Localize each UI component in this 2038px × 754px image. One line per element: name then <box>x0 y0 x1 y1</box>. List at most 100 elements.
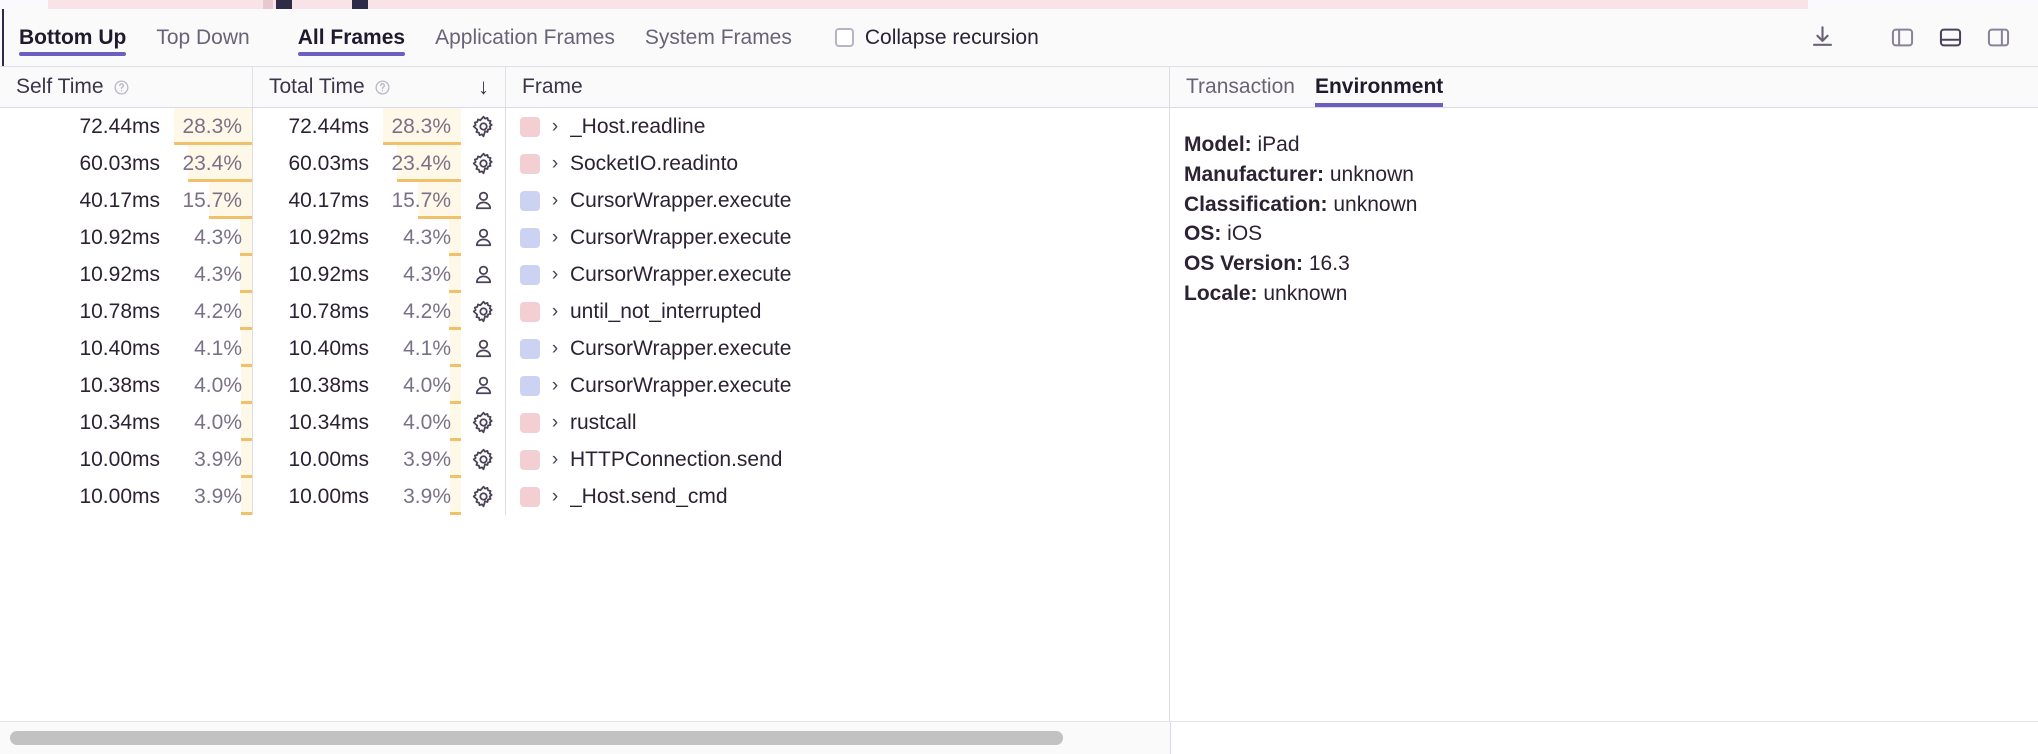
frame-cell[interactable]: ›SocketIO.readinto <box>506 145 1169 182</box>
self-time-value: 10.00ms <box>0 441 174 478</box>
frame-cell[interactable]: ›_Host.readline <box>506 108 1169 145</box>
chevron-right-icon[interactable]: › <box>540 264 570 286</box>
tab-transaction[interactable]: Transaction <box>1176 67 1305 107</box>
gear-icon <box>461 478 505 515</box>
percent-fill-bar <box>241 478 252 515</box>
self-time-value: 10.92ms <box>0 256 174 293</box>
column-header-total-time[interactable]: Total Time ↓ <box>253 67 506 107</box>
tab-top-down-label: Top Down <box>156 26 249 50</box>
tab-all-frames[interactable]: All Frames <box>283 9 420 66</box>
table-row[interactable]: 10.00ms3.9%10.00ms3.9%›_Host.send_cmd <box>0 478 1169 515</box>
environment-value: iOS <box>1221 222 1262 245</box>
percent-value: 15.7% <box>182 189 242 213</box>
total-time-value: 10.92ms <box>253 219 383 256</box>
frame-cell[interactable]: ›CursorWrapper.execute <box>506 182 1169 219</box>
frame-cell[interactable]: ›HTTPConnection.send <box>506 441 1169 478</box>
percent-value: 28.3% <box>391 115 451 139</box>
table-row[interactable]: 72.44ms28.3%72.44ms28.3%›_Host.readline <box>0 108 1169 145</box>
frame-cell[interactable]: ›CursorWrapper.execute <box>506 330 1169 367</box>
help-circle-icon[interactable] <box>374 79 391 96</box>
table-row[interactable]: 10.92ms4.3%10.92ms4.3%›CursorWrapper.exe… <box>0 219 1169 256</box>
table-row[interactable]: 40.17ms15.7%40.17ms15.7%›CursorWrapper.e… <box>0 182 1169 219</box>
frame-color-swatch <box>520 487 540 507</box>
tab-all-frames-label: All Frames <box>298 26 405 50</box>
percent-value: 3.9% <box>194 448 242 472</box>
chevron-right-icon[interactable]: › <box>540 153 570 175</box>
horizontal-scrollbar-track[interactable] <box>0 722 1170 754</box>
sort-descending-icon[interactable]: ↓ <box>478 74 489 100</box>
chevron-right-icon[interactable]: › <box>540 116 570 138</box>
tab-bottom-up[interactable]: Bottom Up <box>4 9 141 66</box>
gear-icon <box>461 108 505 145</box>
table-row[interactable]: 10.38ms4.0%10.38ms4.0%›CursorWrapper.exe… <box>0 367 1169 404</box>
collapse-recursion-toggle[interactable]: Collapse recursion <box>807 9 1057 66</box>
self-time-cell: 10.38ms4.0% <box>0 367 253 404</box>
percent-value: 3.9% <box>194 485 242 509</box>
frame-cell[interactable]: ›CursorWrapper.execute <box>506 367 1169 404</box>
chevron-right-icon[interactable]: › <box>540 375 570 397</box>
collapse-recursion-checkbox[interactable] <box>835 28 854 47</box>
frame-color-swatch <box>520 302 540 322</box>
chevron-right-icon[interactable]: › <box>540 412 570 434</box>
self-percent-cell: 4.3% <box>174 256 252 293</box>
panel-left-icon[interactable] <box>1882 18 1922 58</box>
table-row[interactable]: 10.40ms4.1%10.40ms4.1%›CursorWrapper.exe… <box>0 330 1169 367</box>
tab-top-down[interactable]: Top Down <box>141 9 264 66</box>
percent-value: 4.0% <box>403 411 451 435</box>
frame-name: SocketIO.readinto <box>570 152 738 176</box>
tab-environment[interactable]: Environment <box>1305 67 1453 107</box>
help-circle-icon[interactable] <box>113 79 130 96</box>
total-time-label: Total Time <box>269 75 365 99</box>
percent-fill-bar <box>241 404 252 441</box>
toolbar-icon-group <box>1802 9 2038 66</box>
total-time-value: 10.40ms <box>253 330 383 367</box>
table-row[interactable]: 10.00ms3.9%10.00ms3.9%›HTTPConnection.se… <box>0 441 1169 478</box>
total-time-value: 10.00ms <box>253 478 383 515</box>
panel-bottom-icon[interactable] <box>1930 18 1970 58</box>
tab-system-frames[interactable]: System Frames <box>630 9 807 66</box>
frame-cell[interactable]: ›rustcall <box>506 404 1169 441</box>
self-time-cell: 10.92ms4.3% <box>0 219 253 256</box>
environment-key: Model: <box>1184 133 1252 156</box>
percent-value: 4.2% <box>403 300 451 324</box>
frame-name: CursorWrapper.execute <box>570 189 791 213</box>
chevron-right-icon[interactable]: › <box>540 227 570 249</box>
chevron-right-icon[interactable]: › <box>540 190 570 212</box>
table-row[interactable]: 60.03ms23.4%60.03ms23.4%›SocketIO.readin… <box>0 145 1169 182</box>
column-header-frame[interactable]: Frame <box>506 67 1169 107</box>
percent-fill-bar <box>240 293 252 330</box>
frame-cell[interactable]: ›_Host.send_cmd <box>506 478 1169 515</box>
chevron-right-icon[interactable]: › <box>540 449 570 471</box>
environment-value: unknown <box>1328 193 1418 216</box>
self-time-value: 60.03ms <box>0 145 174 182</box>
percent-value: 15.7% <box>391 189 451 213</box>
panel-right-icon[interactable] <box>1978 18 2018 58</box>
frame-cell[interactable]: ›CursorWrapper.execute <box>506 219 1169 256</box>
frame-color-swatch <box>520 265 540 285</box>
total-percent-cell: 4.1% <box>383 330 461 367</box>
person-icon <box>461 256 505 293</box>
frames-table-body[interactable]: 72.44ms28.3%72.44ms28.3%›_Host.readline6… <box>0 108 1169 721</box>
percent-value: 4.1% <box>194 337 242 361</box>
chevron-right-icon[interactable]: › <box>540 338 570 360</box>
table-row[interactable]: 10.92ms4.3%10.92ms4.3%›CursorWrapper.exe… <box>0 256 1169 293</box>
tab-application-frames[interactable]: Application Frames <box>420 9 630 66</box>
column-header-self-time[interactable]: Self Time <box>0 67 253 107</box>
frame-color-swatch <box>520 191 540 211</box>
download-icon[interactable] <box>1802 18 1842 58</box>
frame-cell[interactable]: ›until_not_interrupted <box>506 293 1169 330</box>
total-time-value: 10.00ms <box>253 441 383 478</box>
horizontal-scrollbar-thumb[interactable] <box>10 731 1063 745</box>
chevron-right-icon[interactable]: › <box>540 486 570 508</box>
gear-icon <box>461 145 505 182</box>
total-time-cell: 10.78ms4.2% <box>253 293 506 330</box>
flamegraph-strip[interactable] <box>0 0 2038 9</box>
frame-cell[interactable]: ›CursorWrapper.execute <box>506 256 1169 293</box>
percent-fill-bar <box>450 404 461 441</box>
chevron-right-icon[interactable]: › <box>540 301 570 323</box>
table-row[interactable]: 10.34ms4.0%10.34ms4.0%›rustcall <box>0 404 1169 441</box>
percent-fill-bar <box>450 330 461 367</box>
table-row[interactable]: 10.78ms4.2%10.78ms4.2%›until_not_interru… <box>0 293 1169 330</box>
self-percent-cell: 23.4% <box>174 145 252 182</box>
frame-name: CursorWrapper.execute <box>570 374 791 398</box>
